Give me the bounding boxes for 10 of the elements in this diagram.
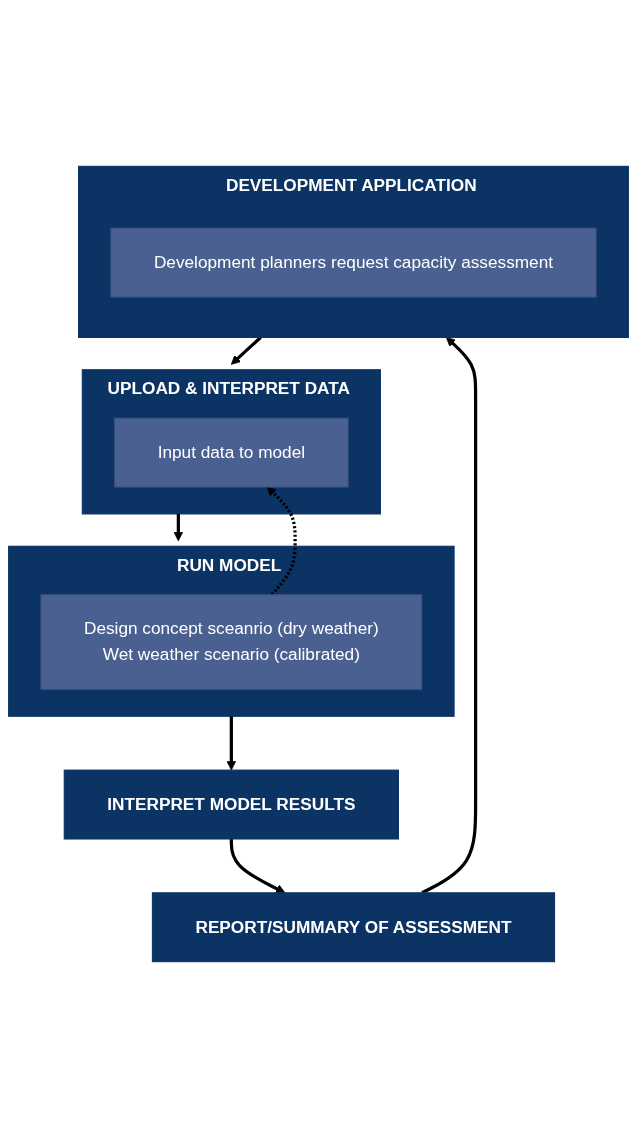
arrow xyxy=(230,336,262,365)
arrow xyxy=(226,716,237,771)
node-box: REPORT/SUMMARY OF ASSESSMENT xyxy=(151,892,556,963)
arrow xyxy=(229,839,286,894)
arrow xyxy=(173,513,184,542)
node-box: Development planners request capacity assessment xyxy=(110,227,597,298)
node-box: Design concept sceanrio (dry weather) Wet weather scenario (calibrated) xyxy=(40,594,423,690)
node-box: Input data to model xyxy=(114,417,349,488)
node-box: INTERPRET MODEL RESULTS xyxy=(63,769,399,840)
arrow xyxy=(266,486,297,596)
